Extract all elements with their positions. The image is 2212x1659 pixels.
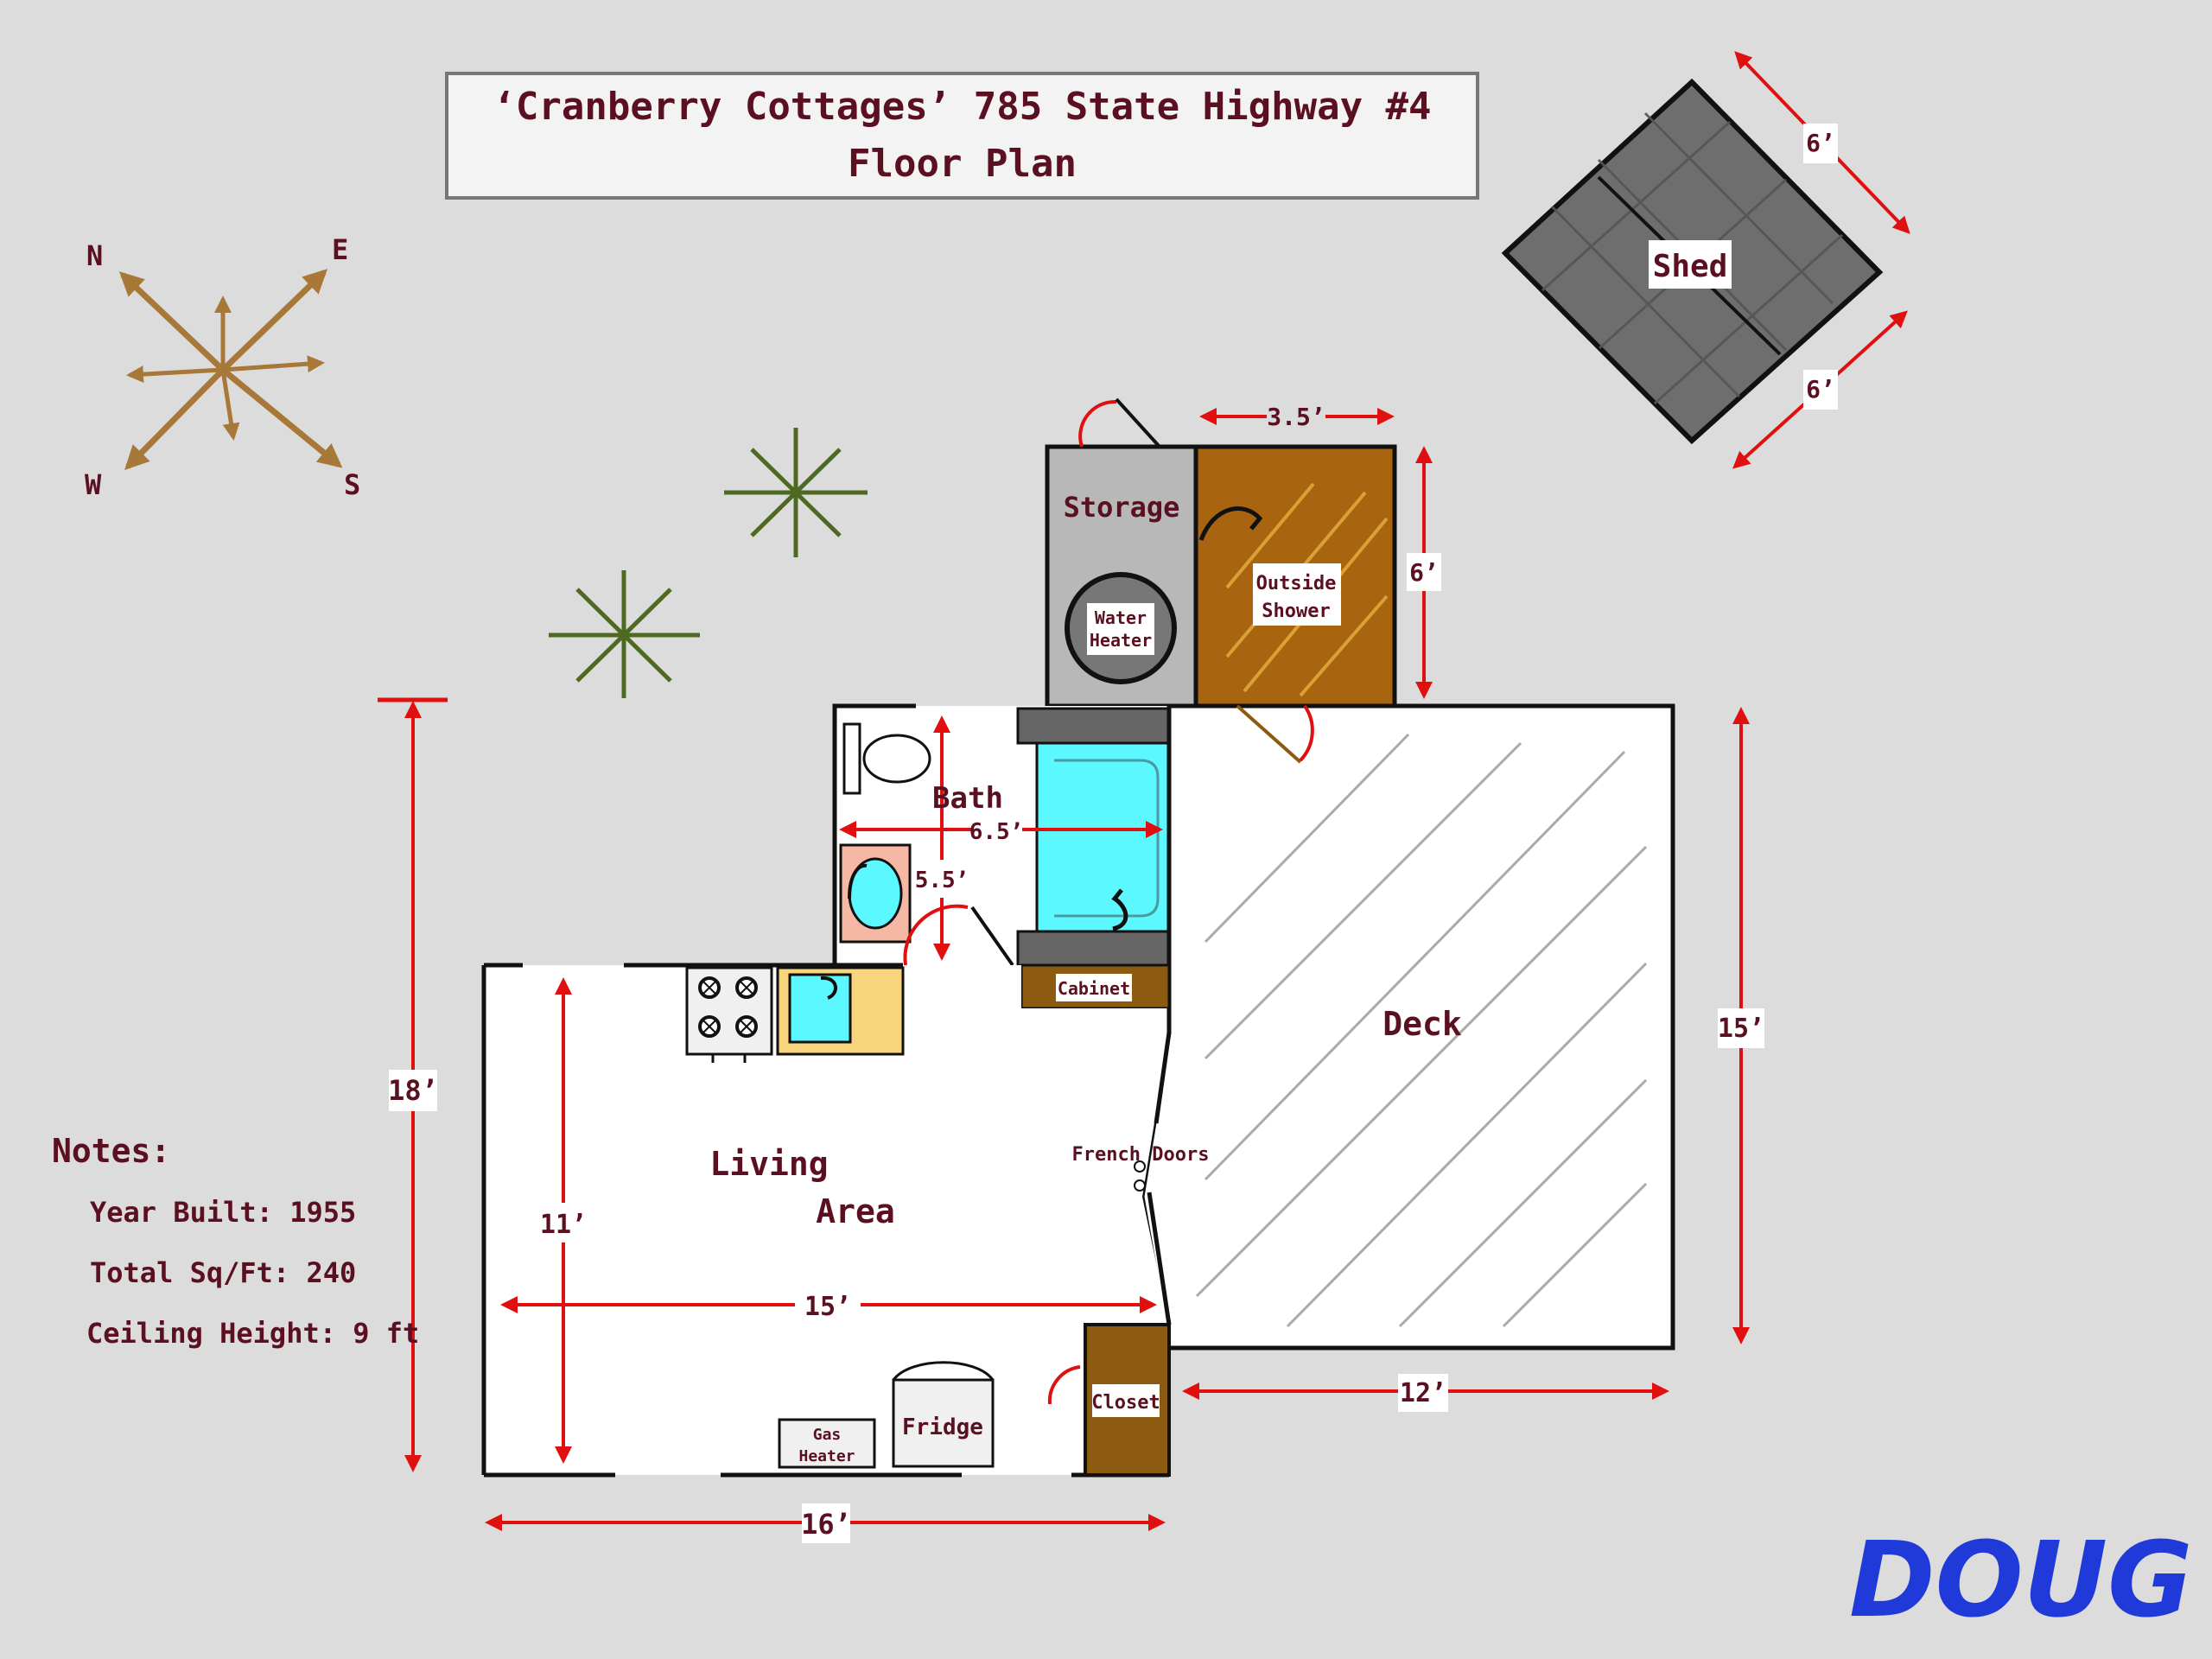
bath-label: Bath [932, 781, 1003, 816]
overall-height-label: 18’ [388, 1074, 438, 1107]
notes-ceiling-height: Ceiling Height: 9 ft [86, 1317, 420, 1350]
deck [1140, 703, 1675, 1351]
bathroom [832, 703, 1172, 968]
deck-label: Deck [1382, 1005, 1462, 1043]
notes-total-sqft: Total Sq/Ft: 240 [90, 1256, 357, 1289]
title-line-1: ‘Cranberry Cottages’ 785 State Highway #… [493, 85, 1432, 129]
plant-icon [724, 428, 868, 557]
outside-shower-label-2: Shower [1262, 601, 1330, 622]
title-box: ‘Cranberry Cottages’ 785 State Highway #… [445, 72, 1479, 200]
closet-label: Closet [1091, 1392, 1160, 1414]
overall-width-label: 16’ [801, 1508, 851, 1541]
compass-e-label: E [332, 233, 348, 266]
living-label-1: Living [709, 1145, 828, 1183]
shed-label: Shed [1653, 249, 1728, 284]
water-heater-label-2: Heater [1090, 630, 1152, 651]
french-doors-label: French Doors [1072, 1144, 1210, 1166]
living-height-label: 11’ [540, 1210, 587, 1240]
cabinet-label: Cabinet [1058, 978, 1130, 999]
shower-height-label: 6’ [1409, 558, 1439, 587]
notes-year-built: Year Built: 1955 [90, 1196, 357, 1229]
shower-width-label: 3.5’ [1267, 403, 1325, 431]
notes-heading: Notes: [52, 1132, 171, 1170]
compass-rose [118, 269, 343, 470]
storage-label: Storage [1064, 491, 1180, 524]
shed-dim-bottom-label: 6’ [1806, 375, 1835, 404]
fridge-label: Fridge [902, 1414, 983, 1440]
plant-icon [549, 570, 700, 698]
gas-heater-label-2: Heater [798, 1447, 855, 1465]
water-heater-label-1: Water [1095, 607, 1147, 628]
outside-shower-label-1: Outside [1256, 573, 1337, 594]
compass-n-label: N [86, 239, 103, 272]
deck-width-label: 12’ [1400, 1378, 1446, 1408]
bath-width-label: 6.5’ [969, 819, 1024, 845]
notes-block: Notes: Year Built: 1955 Total Sq/Ft: 240… [52, 1132, 419, 1350]
cabinet [1020, 963, 1171, 1010]
living-label-2: Area [816, 1192, 895, 1230]
living-width-label: 15’ [804, 1292, 851, 1322]
gas-heater-label-1: Gas [813, 1426, 842, 1444]
bath-height-label: 5.5’ [915, 868, 969, 893]
living-area [481, 963, 1172, 1478]
deck-height-label: 15’ [1718, 1014, 1764, 1044]
shed-dim-top-label: 6’ [1806, 129, 1835, 157]
signature: DOUG [1849, 1521, 2193, 1641]
storage-room [1045, 397, 1198, 709]
title-line-2: Floor Plan [848, 142, 1077, 186]
compass-w-label: W [85, 468, 102, 501]
compass-s-label: S [344, 468, 360, 501]
outside-shower [1193, 444, 1397, 709]
